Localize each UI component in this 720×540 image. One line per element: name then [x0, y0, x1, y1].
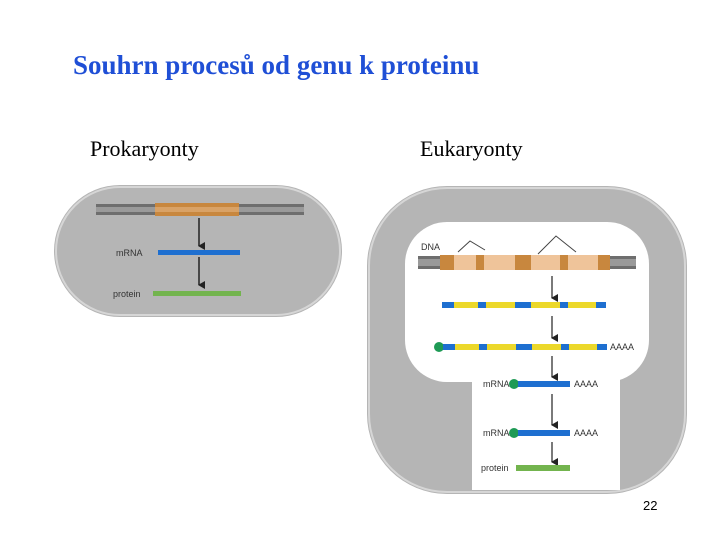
mature-mrna-cytoplasm — [518, 430, 570, 436]
polya-tail-label-2: AAAA — [574, 379, 598, 389]
capped-pre-mrna — [443, 344, 607, 350]
prokaryote-protein — [153, 291, 241, 296]
five-prime-cap-1 — [434, 342, 444, 352]
prokaryote-protein-label: protein — [113, 289, 141, 299]
eukaryote-protein — [516, 465, 570, 471]
page-number: 22 — [643, 498, 658, 513]
mature-mrna-nucleus — [518, 381, 570, 387]
eukaryote-dna-label: DNA — [421, 242, 440, 252]
prokaryote-dna — [96, 203, 304, 216]
five-prime-cap-3 — [509, 428, 519, 438]
eukaryote-dna — [418, 255, 636, 270]
mrna-label-2: mRNA — [483, 428, 510, 438]
slide-title: Souhrn procesů od genu k proteinu — [73, 50, 480, 80]
histone-loop-2 — [537, 235, 577, 255]
prokaryote-mrna — [158, 250, 240, 255]
eukaryote-protein-label: protein — [481, 463, 509, 473]
five-prime-cap-2 — [509, 379, 519, 389]
polya-tail-label-3: AAAA — [574, 428, 598, 438]
histone-loop-1 — [457, 240, 486, 253]
mrna-label-1: mRNA — [483, 379, 510, 389]
eukaryotes-heading: Eukaryonty — [420, 136, 523, 161]
prokaryote-mrna-label: mRNA — [116, 248, 143, 258]
polya-tail-label-1: AAAA — [610, 342, 634, 352]
prokaryotes-heading: Prokaryonty — [90, 136, 199, 161]
pre-mrna — [442, 302, 606, 308]
